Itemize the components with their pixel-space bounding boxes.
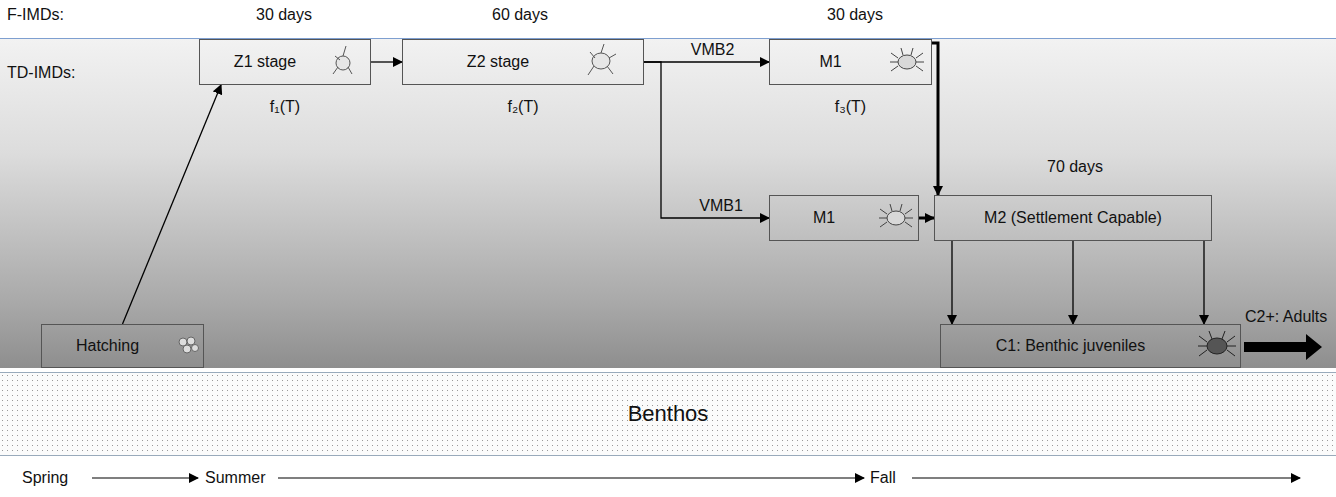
node-text: Z1 stage bbox=[234, 53, 296, 71]
duration-label: 30 days bbox=[827, 6, 883, 24]
connector-arrow bbox=[1072, 241, 1073, 324]
node-text: Benthos bbox=[628, 401, 709, 427]
duration-label: 70 days bbox=[1047, 158, 1103, 176]
stage-box: M2 (Settlement Capable) bbox=[934, 195, 1212, 241]
header-label: F-IMDs: bbox=[7, 6, 64, 24]
rate-function: f₃(T) bbox=[770, 98, 931, 116]
time-arrow bbox=[278, 477, 864, 478]
stage-label: C2+: Adults bbox=[1245, 308, 1327, 326]
rate-function: f₁(T) bbox=[200, 98, 370, 116]
node-text: Hatching bbox=[76, 337, 139, 355]
connector-arrow bbox=[123, 85, 222, 324]
season-label: Spring bbox=[22, 469, 68, 487]
egg-icon bbox=[179, 337, 199, 353]
edge-label: VMB1 bbox=[699, 197, 743, 215]
connector-arrow bbox=[1203, 241, 1204, 324]
node-text: M1 bbox=[813, 209, 835, 227]
water-column bbox=[0, 38, 1336, 368]
connector-arrow bbox=[644, 61, 769, 62]
stage-box: Z1 stagef₁(T) bbox=[199, 39, 371, 85]
time-arrow bbox=[92, 477, 198, 478]
connector-arrow bbox=[371, 61, 402, 62]
node-text: C1: Benthic juveniles bbox=[996, 337, 1145, 355]
duration-label: 30 days bbox=[256, 6, 312, 24]
header-label: TD-IMDs: bbox=[7, 64, 75, 82]
rate-function: f₂(T) bbox=[403, 98, 643, 116]
connector-arrow bbox=[919, 217, 934, 220]
node-text: M2 (Settlement Capable) bbox=[984, 209, 1162, 227]
stage-box: M1 bbox=[769, 195, 919, 241]
node-text: M1 bbox=[819, 53, 841, 71]
season-label: Summer bbox=[205, 469, 265, 487]
larva-icon bbox=[588, 44, 616, 75]
juvenile-box: C1: Benthic juveniles bbox=[940, 324, 1241, 368]
duration-label: 60 days bbox=[492, 6, 548, 24]
crab-icon bbox=[890, 48, 924, 71]
stage-box: Z2 stagef₂(T) bbox=[402, 39, 644, 85]
connector-arrow bbox=[932, 43, 938, 195]
stage-box: M1f₃(T) bbox=[769, 39, 932, 85]
adult-arrow bbox=[1244, 334, 1322, 360]
larva-icon bbox=[333, 46, 352, 74]
crab-icon bbox=[1198, 331, 1236, 356]
connector-arrow bbox=[644, 62, 769, 218]
connector-arrow bbox=[951, 241, 952, 324]
season-label: Fall bbox=[870, 469, 896, 487]
time-arrow bbox=[912, 477, 1300, 478]
benthos-band: Benthos bbox=[0, 372, 1336, 456]
hatching-box: Hatching bbox=[41, 324, 204, 368]
node-text: Z2 stage bbox=[467, 53, 529, 71]
edge-label: VMB2 bbox=[691, 41, 735, 59]
crab-icon bbox=[879, 204, 913, 227]
